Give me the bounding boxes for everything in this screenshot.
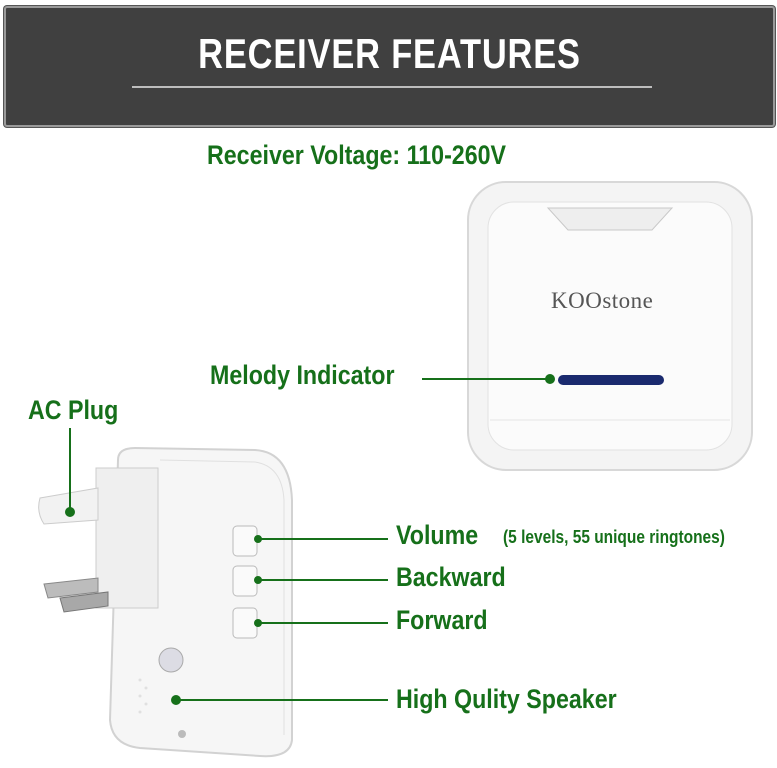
ground-pin [38,487,99,525]
volume-note: (5 levels, 55 unique ringtones) [503,527,725,547]
header-banner: RECEIVER FEATURES [4,6,775,127]
plug-body [95,467,159,609]
callout-lines [65,374,555,705]
backward-label: Backward [396,562,506,592]
melody-indicator-led [558,375,664,385]
ce-mark [158,647,184,673]
receiver-side-image [38,446,293,758]
forward-button [232,607,258,639]
melody-indicator-label: Melody Indicator [210,360,395,390]
speaker-label: High Qulity Speaker [396,684,617,714]
title-underline [132,86,652,88]
volume-button [232,525,258,557]
backward-button [232,565,258,597]
forward-label: Forward [396,605,488,635]
brand-logo: KOOstone [551,288,654,313]
voltage-label: Receiver Voltage: 110-260V [207,140,507,170]
page-title: RECEIVER FEATURES [198,30,581,77]
receiver-front-image [467,181,753,471]
top-notch [546,207,674,231]
ac-plug-label: AC Plug [28,395,119,425]
volume-label: Volume [396,520,479,550]
